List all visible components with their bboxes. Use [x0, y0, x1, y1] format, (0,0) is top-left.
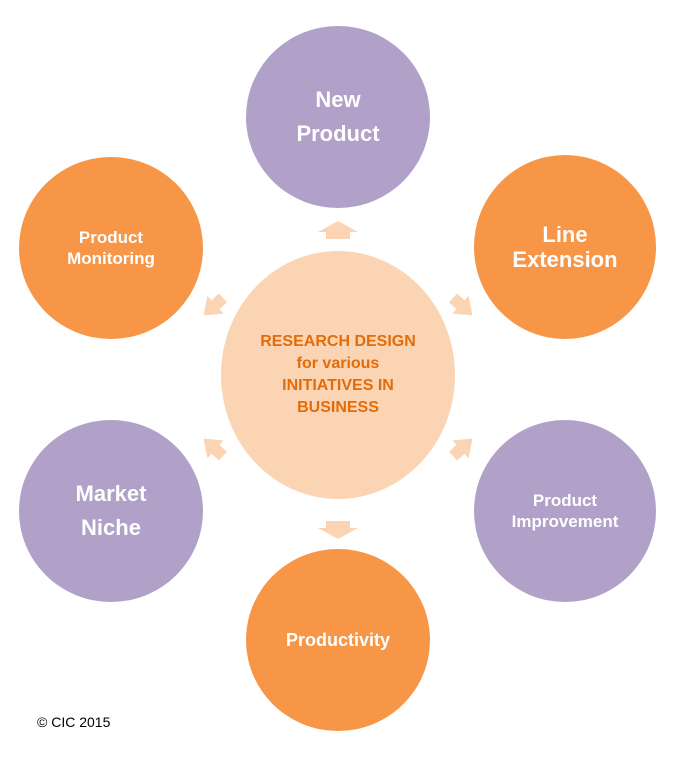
node-product-improvement: Product Improvement	[474, 420, 656, 602]
node-line-extension-label: Line Extension	[512, 222, 618, 272]
copyright-text: © CIC 2015	[37, 714, 111, 730]
node-market-niche: Market Niche	[19, 420, 203, 602]
arrow-to-new-product	[318, 221, 358, 239]
arrow-to-product-improvement	[449, 438, 473, 461]
node-productivity: Productivity	[246, 549, 430, 731]
arrow-to-market-niche	[203, 438, 227, 461]
node-productivity-label: Productivity	[285, 630, 391, 650]
node-new-product: New Product	[246, 26, 430, 208]
arrow-to-product-monitoring	[203, 293, 227, 316]
node-product-monitoring: Product Monitoring	[19, 157, 203, 339]
node-market-niche-label: Market Niche	[75, 481, 147, 540]
node-product-monitoring-label: Product Monitoring	[67, 228, 155, 268]
node-line-extension: Line Extension	[474, 155, 656, 339]
center-node-label: RESEARCH DESIGN for various INITIATIVES …	[260, 333, 416, 416]
arrow-to-productivity	[318, 521, 358, 539]
center-node: RESEARCH DESIGN for various INITIATIVES …	[221, 251, 455, 499]
node-product-improvement-label: Product Improvement	[511, 491, 619, 531]
arrow-to-line-extension	[449, 293, 473, 316]
node-new-product-label: New Product	[296, 87, 380, 146]
